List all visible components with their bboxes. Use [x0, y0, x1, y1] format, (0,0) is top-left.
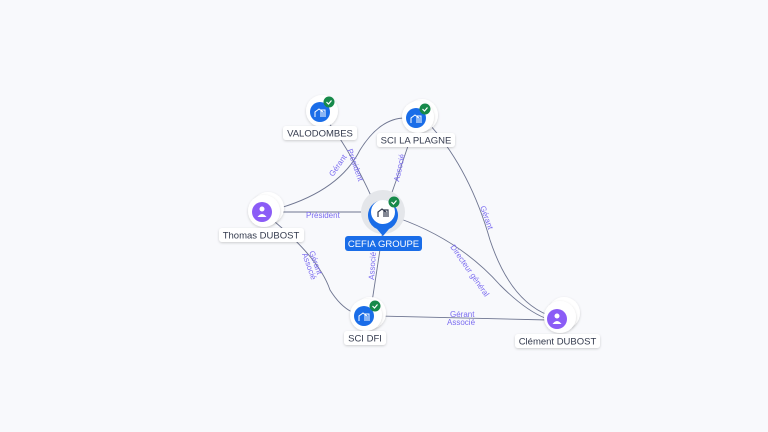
verified-check-icon: [419, 103, 431, 115]
edge-dfi-clement[interactable]: [379, 315, 549, 321]
node-label: CEFIA GROUPE: [348, 239, 419, 250]
edge-label: Associé: [447, 318, 476, 327]
edge-label: Associé: [367, 251, 378, 280]
node-label: Thomas DUBOST: [223, 231, 300, 242]
edge-label: Directeur général: [448, 243, 491, 299]
node-thomas-dubost[interactable]: Thomas DUBOST: [219, 192, 304, 242]
building-icon: [377, 208, 389, 217]
node-label: VALODOMBES: [287, 129, 353, 140]
person-icon: [252, 202, 272, 222]
verified-check-icon: [369, 300, 381, 312]
edge-plagne-clement[interactable]: [429, 124, 549, 316]
edge-label: Président: [345, 148, 365, 184]
edge-label: Gérant: [478, 205, 495, 232]
verified-check-icon: [388, 196, 400, 208]
edge-label: Associé: [392, 153, 407, 183]
node-cefia-groupe[interactable]: CEFIA GROUPE: [345, 190, 422, 251]
edge-thomas-plagne[interactable]: [279, 117, 406, 209]
edge-label: Président: [306, 211, 341, 220]
node-label: Clément DUBOST: [519, 337, 597, 348]
person-icon: [547, 309, 567, 329]
node-valodombes[interactable]: VALODOMBES: [283, 95, 357, 140]
verified-check-icon: [323, 96, 335, 108]
edge-label: Gérant: [327, 152, 349, 178]
node-label: SCI LA PLAGNE: [381, 136, 452, 147]
node-sci-la-plagne[interactable]: SCI LA PLAGNE: [377, 99, 455, 147]
node-label: SCI DFI: [348, 334, 382, 345]
node-sci-dfi[interactable]: SCI DFI: [344, 297, 386, 345]
edge-cefia-clement[interactable]: [397, 217, 546, 319]
edge-label: Gérant: [450, 310, 475, 319]
node-clement-dubost[interactable]: Clément DUBOST: [515, 297, 600, 348]
